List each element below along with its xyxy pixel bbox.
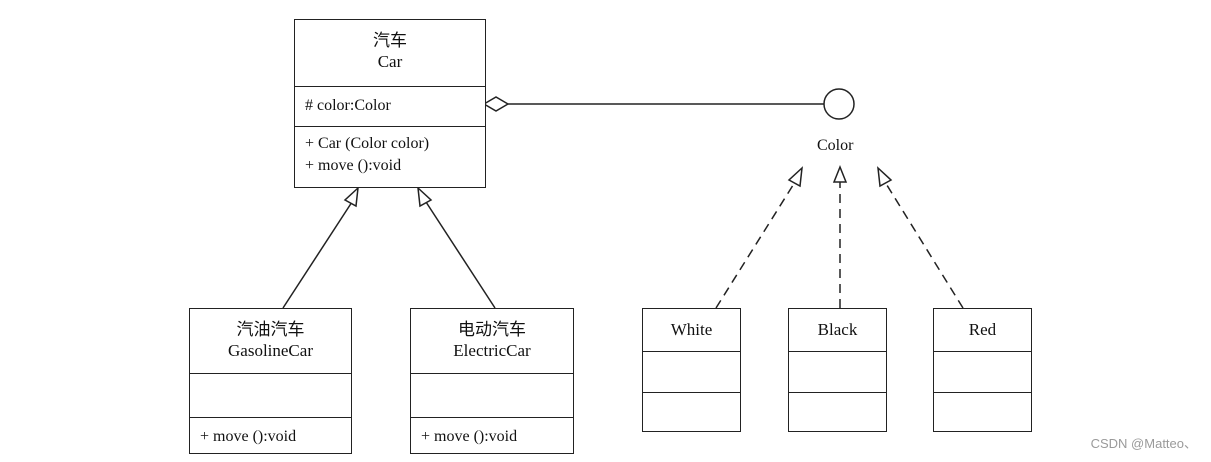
class-gasolinecar-cn-name: 汽油汽车 [236, 320, 305, 339]
inherit-line-electric [425, 201, 496, 309]
class-gasolinecar-operation: + move ():void [200, 428, 297, 445]
class-white-name: White [670, 320, 713, 339]
class-red: Red [933, 308, 1032, 432]
class-electriccar-cn-name: 电动汽车 [458, 320, 526, 339]
class-car: 汽车 Car # color:Color + Car (Color color)… [294, 19, 486, 188]
class-electriccar-operation: + move ():void [421, 428, 518, 445]
class-car-cn-name: 汽车 [373, 31, 407, 50]
watermark: CSDN @Matteo、 [1090, 436, 1197, 451]
realize-arrow-red [877, 166, 893, 188]
class-car-en-name: Car [377, 52, 403, 71]
inherit-line-gasoline [282, 201, 353, 309]
class-electriccar: 电动汽车 ElectricCar + move ():void [410, 308, 574, 454]
inherit-arrow-electric [417, 186, 433, 208]
realize-arrow-white [787, 166, 803, 188]
class-black-name: Black [817, 320, 858, 339]
realize-line-red [884, 181, 964, 309]
realize-arrow-black [832, 164, 848, 183]
color-interface-label: Color [817, 137, 854, 154]
inherit-arrow-gasoline [343, 186, 359, 208]
class-white: White [642, 308, 741, 432]
class-red-name: Red [968, 320, 997, 339]
class-black: Black [788, 308, 887, 432]
color-interface-circle [823, 88, 855, 120]
class-car-operation: + move ():void [305, 157, 402, 174]
class-car-operation: + Car (Color color) [305, 135, 430, 152]
class-gasolinecar-en-name: GasolineCar [228, 341, 313, 360]
realize-line-white [715, 181, 796, 309]
class-electriccar-en-name: ElectricCar [453, 341, 531, 360]
class-car-attribute: # color:Color [305, 97, 391, 114]
aggregation-diamond [482, 96, 510, 112]
class-gasolinecar: 汽油汽车 GasolineCar + move ():void [189, 308, 352, 454]
